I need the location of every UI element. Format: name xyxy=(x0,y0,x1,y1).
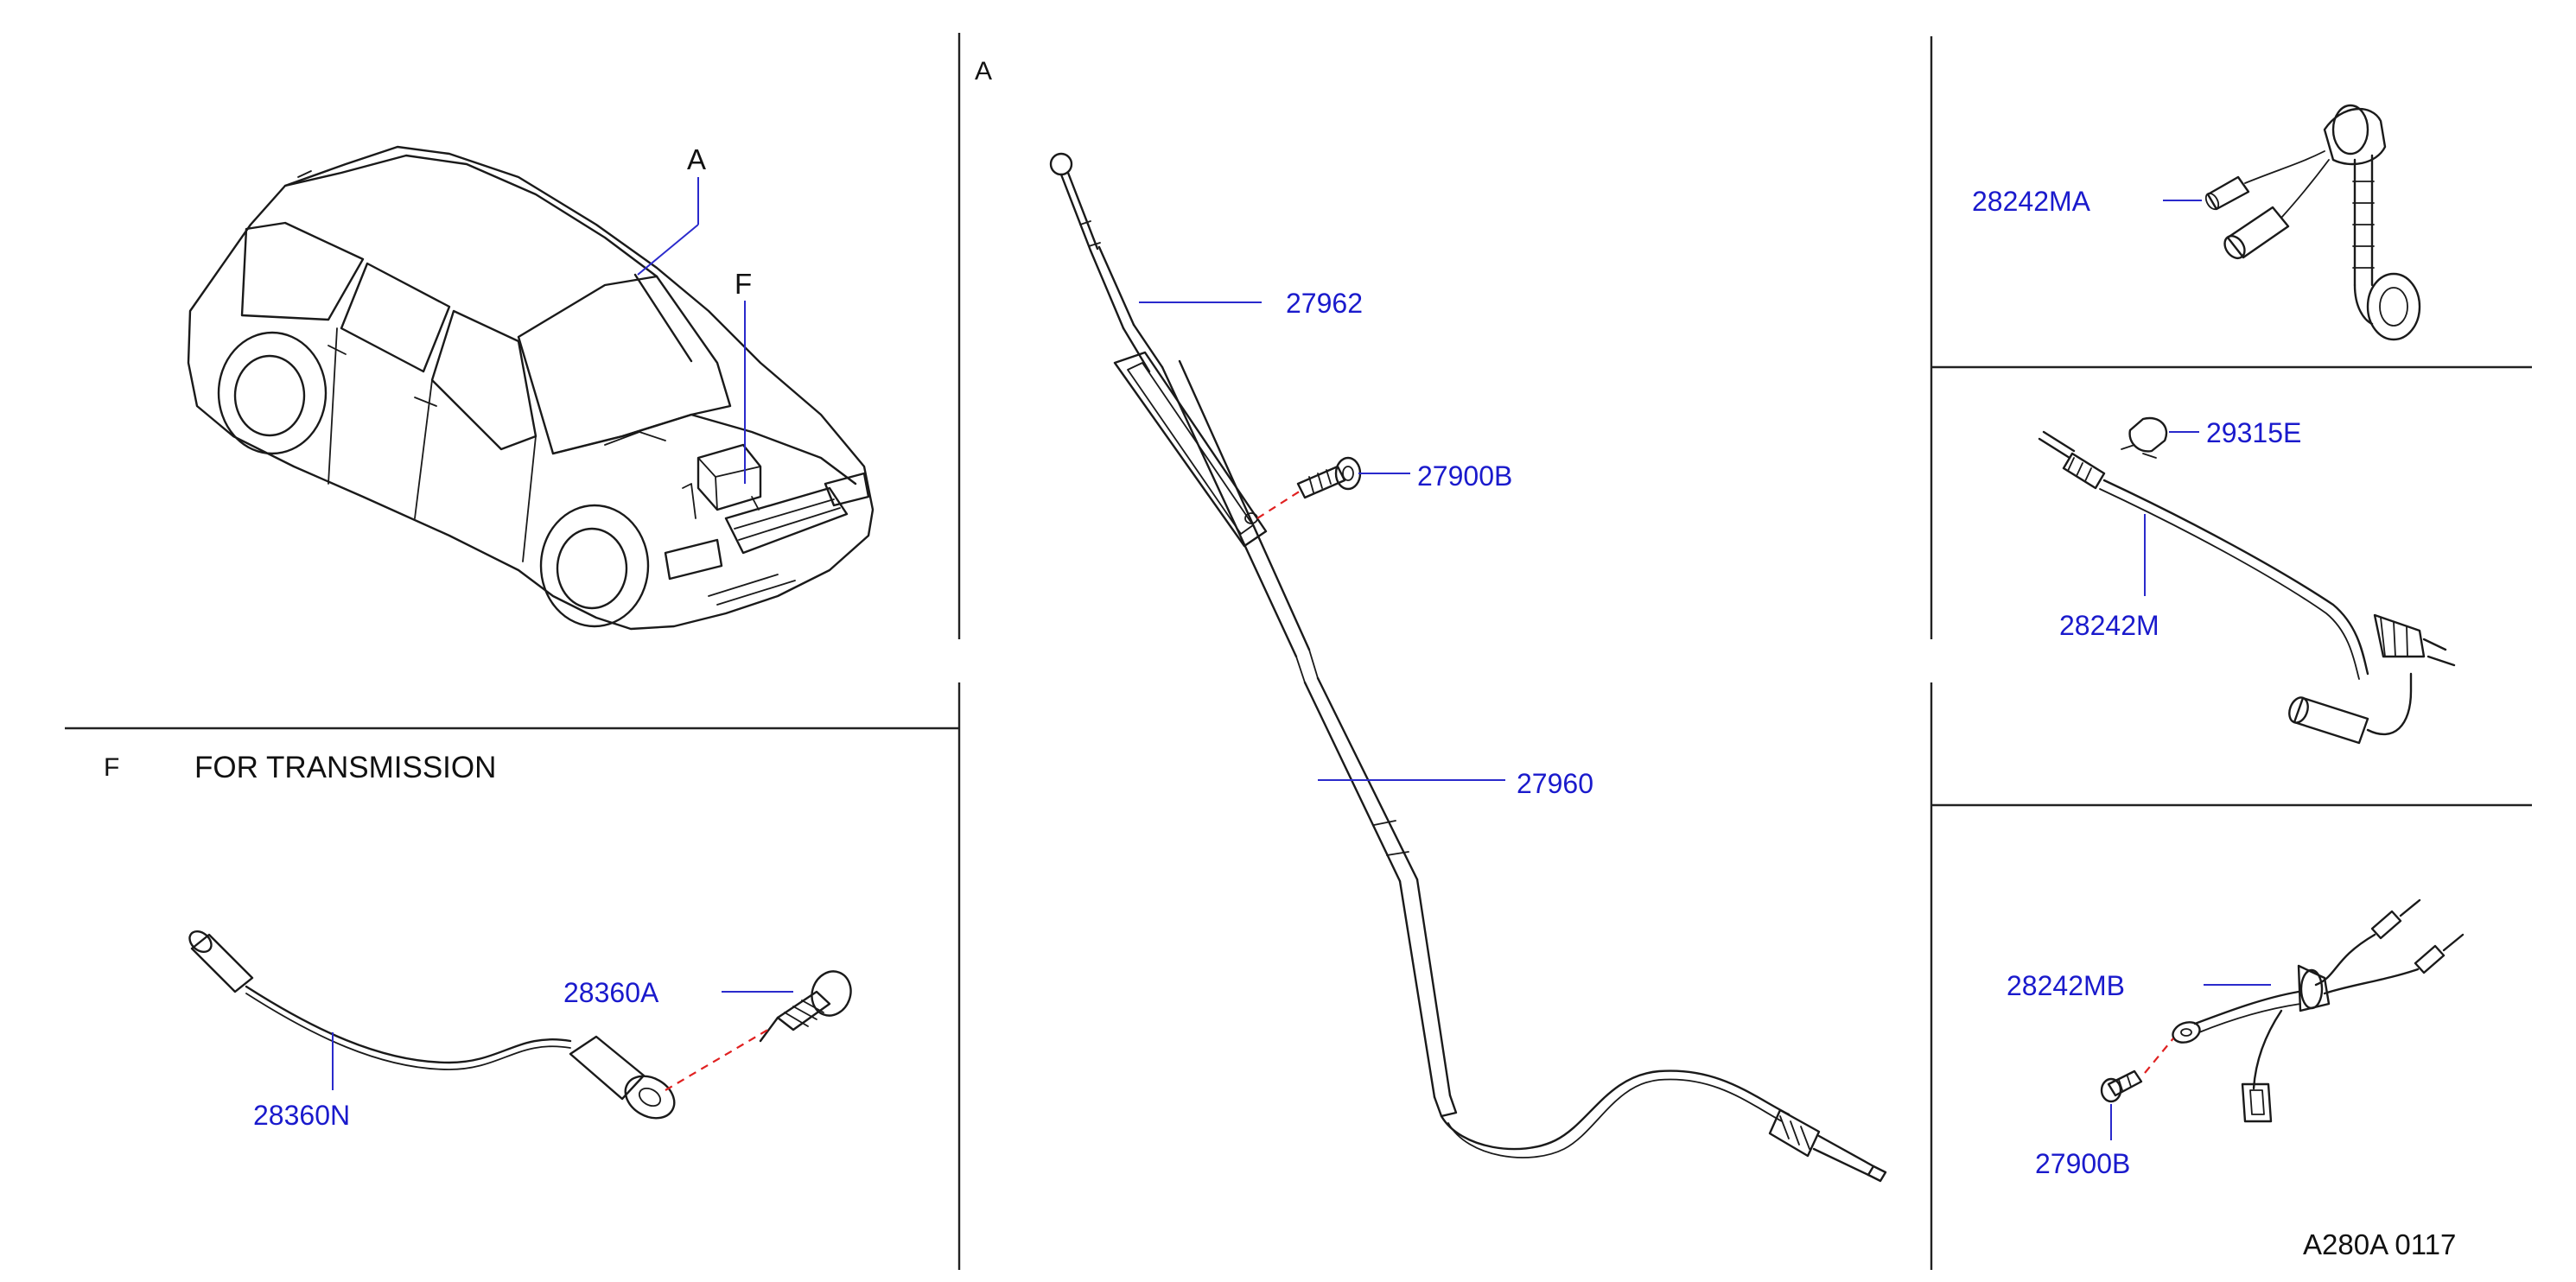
antenna-leaders: 27962 27900B 27960 xyxy=(1139,288,1593,799)
part-27900b-harness-label: 27900B xyxy=(2035,1148,2130,1179)
part-27962-label: 27962 xyxy=(1286,288,1363,319)
antenna-screw-path xyxy=(1256,490,1301,519)
transmission-leaders: 28360A 28360N xyxy=(253,977,793,1131)
part-28360n-label: 28360N xyxy=(253,1100,350,1131)
view-letter-f: F xyxy=(104,753,119,782)
sensor-cable-illustration xyxy=(188,930,852,1120)
harness-mb-leaders: 28242MB 27900B xyxy=(2007,970,2271,1179)
vehicle-illustration xyxy=(187,145,875,631)
callout-f-label: F xyxy=(735,268,752,300)
harness-mb-illustration xyxy=(2100,898,2465,1123)
screw-insert-path xyxy=(665,1027,772,1091)
view-letter-a: A xyxy=(975,57,992,86)
part-28242m-label: 28242M xyxy=(2059,610,2159,641)
part-28360a-label: 28360A xyxy=(563,977,659,1008)
part-29315e-label: 29315E xyxy=(2206,417,2301,448)
antenna-illustration xyxy=(1049,152,1887,1183)
harness-m-leaders: 29315E 28242M xyxy=(2059,417,2301,641)
harness-m-illustration xyxy=(2038,416,2456,745)
part-27900b-label: 27900B xyxy=(1417,460,1512,492)
panel-dividers xyxy=(65,33,2532,1270)
part-28242ma-label: 28242MA xyxy=(1972,186,2091,217)
callout-a-label: A xyxy=(687,143,706,175)
transmission-view-header: F FOR TRANSMISSION xyxy=(104,751,496,784)
diagram-id: A280A 0117 xyxy=(2303,1228,2456,1260)
part-28242mb-label: 28242MB xyxy=(2007,970,2125,1001)
part-27960-label: 27960 xyxy=(1517,768,1593,799)
vehicle-callouts: A F xyxy=(637,143,752,484)
harness-mb-screw-path xyxy=(2144,1038,2174,1074)
transmission-view-title: FOR TRANSMISSION xyxy=(194,751,496,784)
harness-ma-illustration xyxy=(2204,104,2421,341)
